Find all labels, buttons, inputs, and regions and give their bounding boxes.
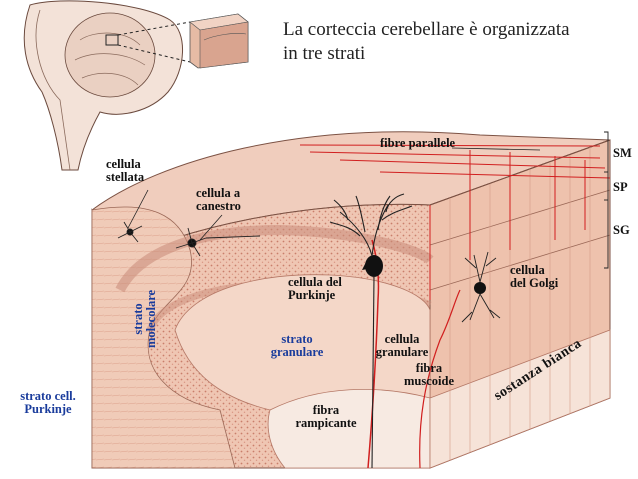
label-fibra-rampicante-line-2: rampicante — [295, 416, 357, 430]
label-strato-purkinje-line-2: Purkinje — [24, 402, 72, 416]
label-fibra-rampicante: fibra rampicante — [286, 404, 366, 430]
label-cellula-purkinje-line-1: cellula del — [288, 275, 342, 289]
title-line-1: La corteccia cerebellare è organizzata — [283, 19, 570, 40]
label-cellula-purkinje-line-2: Purkinje — [288, 288, 336, 302]
layer-bracket — [604, 131, 609, 269]
label-fibra-muscoide-line-1: fibra — [415, 361, 443, 375]
cerebellum-inset — [23, 0, 249, 171]
label-fibra-rampicante-line-1: fibra — [312, 403, 340, 417]
label-cellula-stellata-line-2: stellata — [106, 170, 145, 184]
parallel-fibres — [299, 144, 611, 300]
label-strato-granulare-line-1: strato — [281, 332, 313, 346]
label-cellula-canestro-line-1: cellula a — [196, 186, 241, 200]
purkinje-cell — [329, 193, 413, 469]
label-cellula-purkinje: cellula del Purkinje — [288, 276, 342, 302]
label-strato-molecolare: strato molecolare — [131, 289, 158, 348]
label-fibra-muscoide-line-2: muscoide — [404, 374, 454, 388]
label-fibra-muscoide: fibra muscoide — [398, 362, 460, 388]
label-cellula-canestro-line-2: canestro — [196, 199, 241, 213]
basket-cell — [175, 227, 261, 257]
label-cellula-golgi-line-2: del Golgi — [510, 276, 559, 290]
layer-sp-label: SP — [613, 180, 628, 194]
golgi-cell — [461, 251, 501, 323]
label-fibre-parallele: fibre parallele — [380, 136, 456, 150]
pointer-lines — [127, 147, 541, 241]
layer-sm-label: SM — [613, 146, 632, 160]
mossy-fibre — [419, 289, 461, 469]
stellate-cell — [117, 221, 143, 243]
layer-sg-label: SG — [613, 223, 630, 237]
label-cellula-granulare-line-1: cellula — [384, 332, 420, 346]
label-cellula-canestro: cellula a canestro — [196, 187, 241, 213]
title-line-2: in tre strati — [283, 43, 366, 64]
label-cellula-granulare: cellula granulare — [370, 333, 434, 359]
label-strato-granulare: strato granulare — [262, 333, 332, 359]
slide-title: La corteccia cerebellare è organizzata i… — [283, 18, 623, 66]
label-cellula-granulare-line-2: granulare — [375, 345, 429, 359]
label-strato-granulare-line-2: granulare — [270, 345, 324, 359]
label-strato-purkinje-line-1: strato cell. — [20, 389, 76, 403]
label-cellula-golgi-line-1: cellula — [510, 263, 545, 277]
label-strato-molecolare-line-2: molecolare — [144, 289, 158, 348]
label-cellula-golgi: cellula del Golgi — [510, 264, 558, 290]
label-cellula-stellata: cellula stellata — [106, 158, 144, 184]
label-strato-purkinje: strato cell. Purkinje — [10, 390, 86, 416]
label-cellula-stellata-line-1: cellula — [106, 157, 141, 171]
